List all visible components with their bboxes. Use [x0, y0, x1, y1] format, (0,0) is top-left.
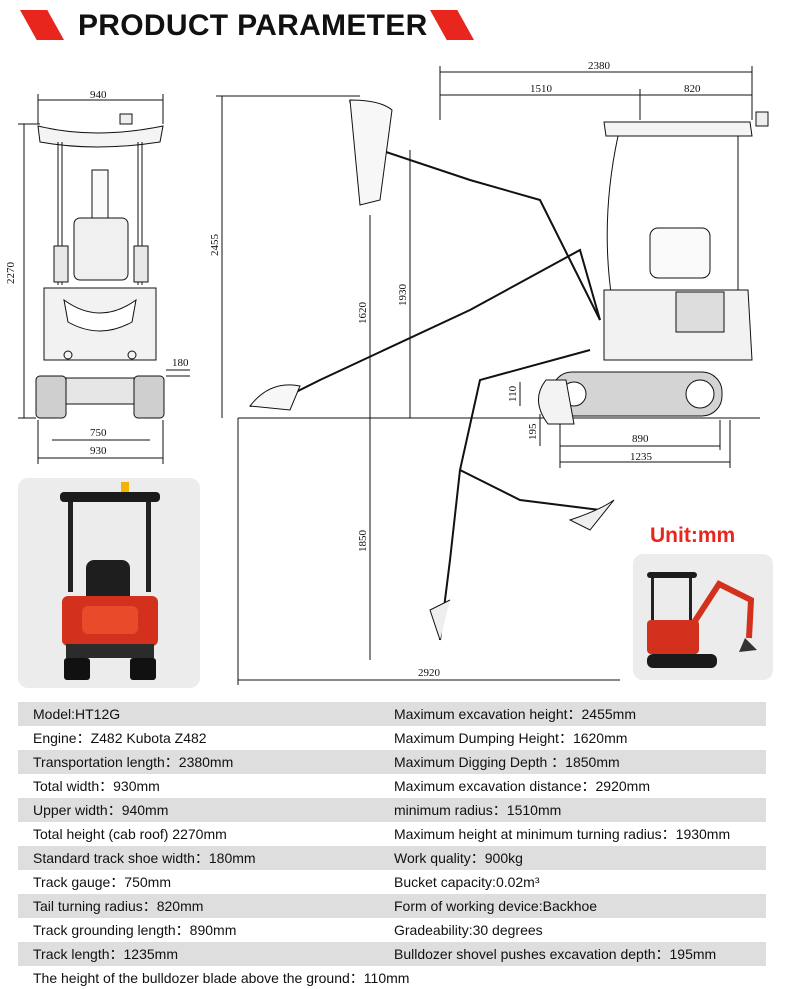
dim-1620: 1620 [357, 302, 369, 325]
dim-930: 930 [90, 445, 107, 457]
dim-940: 940 [90, 89, 107, 101]
header: PRODUCT PARAMETER [0, 0, 790, 52]
dim-820: 820 [684, 83, 701, 95]
excavator-rear-photo [18, 478, 200, 688]
dim-1235: 1235 [630, 451, 653, 463]
dim-2380: 2380 [588, 60, 611, 72]
dimension-diagram: 940 2270 180 750 930 2380 1510 820 2455 … [5, 60, 769, 685]
left-flag-icon [20, 10, 64, 40]
dim-180: 180 [172, 357, 189, 369]
dim-110: 110 [507, 385, 519, 402]
right-flag-icon [430, 10, 474, 40]
dim-2455: 2455 [209, 234, 221, 257]
page-title: PRODUCT PARAMETER [78, 9, 428, 42]
dim-2920: 2920 [418, 667, 441, 679]
dim-1930: 1930 [397, 284, 409, 307]
table-row: The height of the bulldozer blade above … [33, 970, 410, 986]
dim-2270: 2270 [5, 262, 17, 285]
dim-1510: 1510 [530, 83, 553, 95]
side-view-illustration [249, 99, 769, 641]
dim-195: 195 [527, 423, 539, 440]
front-view-illustration [35, 113, 165, 419]
dim-890: 890 [632, 433, 649, 445]
unit-label: Unit:mm [650, 524, 736, 547]
excavator-side-photo [633, 554, 773, 680]
dim-1850: 1850 [357, 530, 369, 553]
dim-750: 750 [90, 427, 107, 439]
